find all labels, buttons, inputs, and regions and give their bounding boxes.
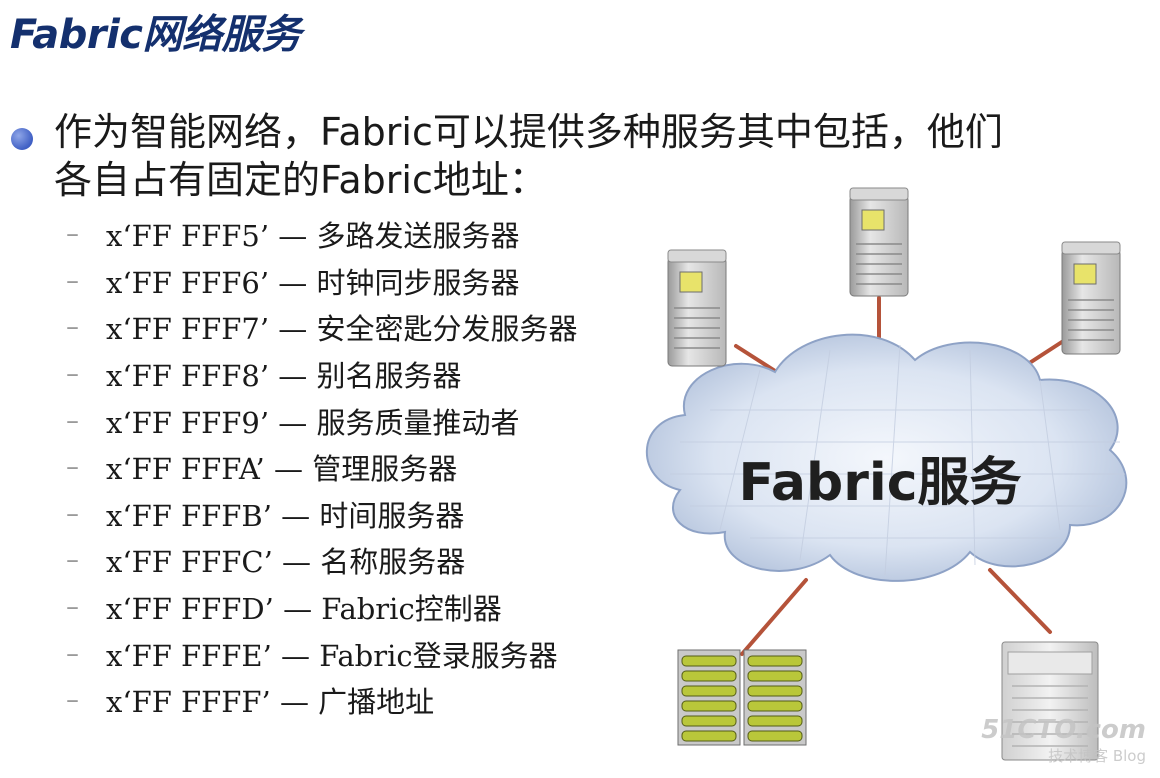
storage-cabinet-icon (1001, 641, 1099, 761)
server-tower-icon (849, 187, 909, 297)
dash-icon: – (66, 685, 79, 716)
list-item: –x‘FF FFFF’ — 广播地址 (66, 677, 578, 724)
dash-icon: – (66, 545, 79, 576)
dash-icon: – (66, 359, 79, 390)
list-item: –x‘FF FFFE’ — Fabric登录服务器 (66, 630, 578, 677)
service-entry: x‘FF FFF7’ — 安全密匙分发服务器 (106, 312, 578, 347)
watermark-main: 51CTO.com (981, 715, 1146, 745)
server-tower-icon (667, 249, 727, 367)
bullet-line-2: 各自占有固定的Fabric地址： (54, 158, 547, 202)
list-item: –x‘FF FFF6’ — 时钟同步服务器 (66, 258, 578, 305)
service-entry: x‘FF FFFE’ — Fabric登录服务器 (106, 638, 558, 673)
fabric-services-diagram: Fabric服务 (645, 187, 1128, 761)
dash-icon: – (66, 312, 79, 343)
dash-icon: – (66, 592, 79, 623)
service-entry: x‘FF FFFD’ — Fabric控制器 (106, 592, 502, 627)
list-item: –x‘FF FFF8’ — 别名服务器 (66, 351, 578, 398)
bullet-paragraph: 作为智能网络，Fabric可以提供多种服务其中包括，他们 各自占有固定的Fabr… (54, 108, 1154, 204)
dash-icon: – (66, 498, 79, 529)
dash-icon: – (66, 219, 79, 250)
service-entry: x‘FF FFFA’ — 管理服务器 (106, 452, 458, 487)
dash-icon: – (66, 638, 79, 669)
cloud-label: Fabric服务 (738, 453, 1021, 513)
server-tower-icon (1061, 241, 1121, 355)
service-entry: x‘FF FFF9’ — 服务质量推动者 (106, 405, 520, 440)
list-item: –x‘FF FFF5’ — 多路发送服务器 (66, 211, 578, 258)
service-entry: x‘FF FFF5’ — 多路发送服务器 (106, 219, 520, 254)
slide-title: Fabric网络服务 (10, 12, 301, 58)
list-item: –x‘FF FFFC’ — 名称服务器 (66, 537, 578, 584)
service-entry: x‘FF FFFC’ — 名称服务器 (106, 545, 466, 580)
bullet-icon (11, 128, 33, 150)
watermark: 51CTO.com 技术博客 Blog (981, 715, 1146, 766)
service-entry: x‘FF FFFF’ — 广播地址 (106, 685, 435, 720)
list-item: –x‘FF FFFA’ — 管理服务器 (66, 444, 578, 491)
service-entry: x‘FF FFFB’ — 时间服务器 (106, 498, 465, 533)
list-item: –x‘FF FFFD’ — Fabric控制器 (66, 584, 578, 631)
link-line (740, 578, 808, 656)
watermark-sub: 技术博客 Blog (1048, 747, 1146, 765)
dash-icon: – (66, 405, 79, 436)
dash-icon: – (66, 265, 79, 296)
list-item: –x‘FF FFF9’ — 服务质量推动者 (66, 397, 578, 444)
list-item: –x‘FF FFF7’ — 安全密匙分发服务器 (66, 304, 578, 351)
cloud-shape (645, 333, 1128, 582)
dash-icon: – (66, 452, 79, 483)
disk-array-icon (677, 649, 807, 746)
service-entry: x‘FF FFF8’ — 别名服务器 (106, 359, 462, 394)
bullet-line-1: 作为智能网络，Fabric可以提供多种服务其中包括，他们 (54, 110, 1003, 154)
service-entry: x‘FF FFF6’ — 时钟同步服务器 (106, 265, 520, 300)
service-address-list: –x‘FF FFF5’ — 多路发送服务器 –x‘FF FFF6’ — 时钟同步… (66, 211, 578, 724)
link-line (988, 568, 1052, 634)
list-item: –x‘FF FFFB’ — 时间服务器 (66, 491, 578, 538)
